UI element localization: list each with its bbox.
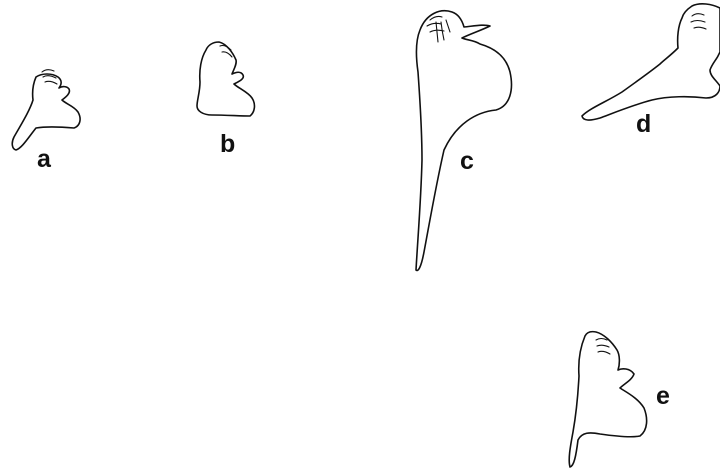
label-d: d (636, 110, 651, 138)
specimen-b-hatch (220, 46, 232, 58)
specimen-d-hatch (691, 14, 706, 29)
specimen-e: e (569, 332, 670, 467)
label-b: b (220, 130, 235, 158)
specimen-b: b (197, 42, 254, 158)
label-e: e (656, 382, 670, 410)
specimen-c-hatch (427, 16, 450, 42)
specimen-a-hatch (42, 70, 57, 84)
specimen-e-hatch (596, 339, 610, 355)
label-a: a (37, 145, 52, 173)
specimen-a-outline (12, 74, 80, 150)
specimen-e-outline (569, 332, 646, 467)
specimen-b-outline (197, 42, 254, 116)
specimen-c-outline (416, 11, 511, 271)
label-c: c (460, 147, 474, 175)
specimen-c: c (416, 11, 511, 271)
specimen-d-outline (582, 4, 720, 120)
specimen-d: d (582, 4, 720, 138)
specimen-a: a (12, 70, 80, 173)
